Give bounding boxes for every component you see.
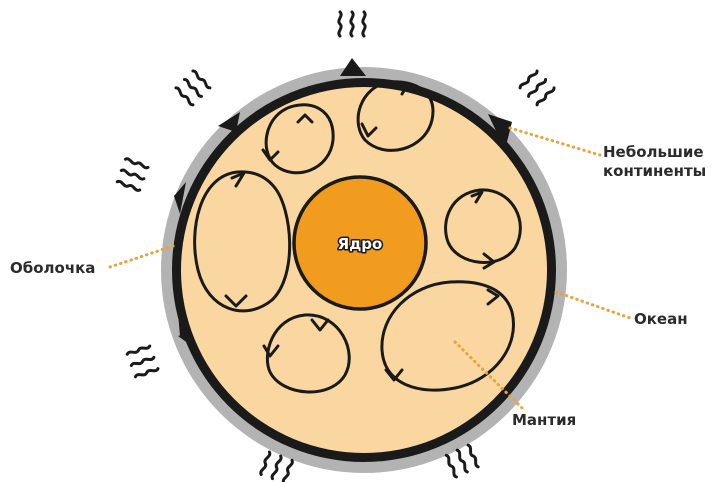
small-continents-label-line1: Небольшие (603, 143, 706, 162)
crust-label: Оболочка (10, 259, 95, 278)
continent-bump (340, 58, 366, 76)
leader-line-ocean (556, 292, 630, 318)
small-continents-label-line2: континенты (603, 162, 706, 181)
heat-wave-icon (339, 12, 365, 36)
heat-wave-icon (117, 158, 149, 191)
core-label: Ядро (338, 235, 383, 253)
ocean-label: Океан (634, 310, 688, 329)
heat-wave-icon (519, 70, 555, 106)
small-continents-label: Небольшие континенты (603, 143, 706, 181)
heat-wave-icon (175, 70, 211, 106)
mantle-label: Мантия (512, 411, 576, 430)
heat-wave-icon (127, 345, 159, 378)
